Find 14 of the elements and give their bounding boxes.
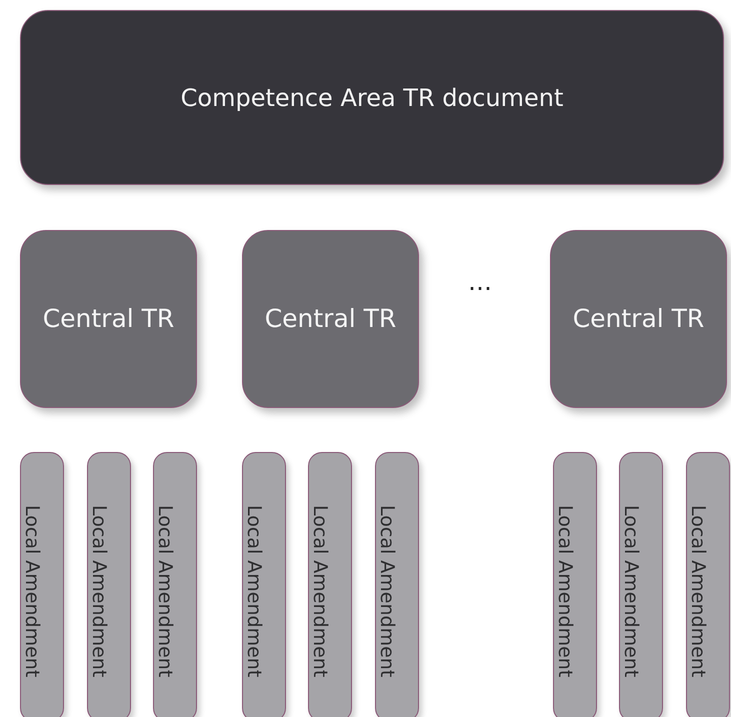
amendment-box: Local Amendment: [686, 452, 730, 717]
amendment-box: Local Amendment: [20, 452, 64, 717]
amendment-box: Local Amendment: [619, 452, 663, 717]
amendment-box: Local Amendment: [553, 452, 597, 717]
ellipsis-mark: …: [468, 268, 492, 296]
amendment-box: Local Amendment: [242, 452, 286, 717]
central-box: Central TR: [550, 230, 727, 408]
amendment-box: Local Amendment: [153, 452, 197, 717]
amendment-box: Local Amendment: [87, 452, 131, 717]
central-box: Central TR: [242, 230, 419, 408]
central-box: Central TR: [20, 230, 197, 408]
document-box: Competence Area TR document: [20, 10, 724, 185]
amendment-box: Local Amendment: [375, 452, 419, 717]
amendment-box: Local Amendment: [308, 452, 352, 717]
